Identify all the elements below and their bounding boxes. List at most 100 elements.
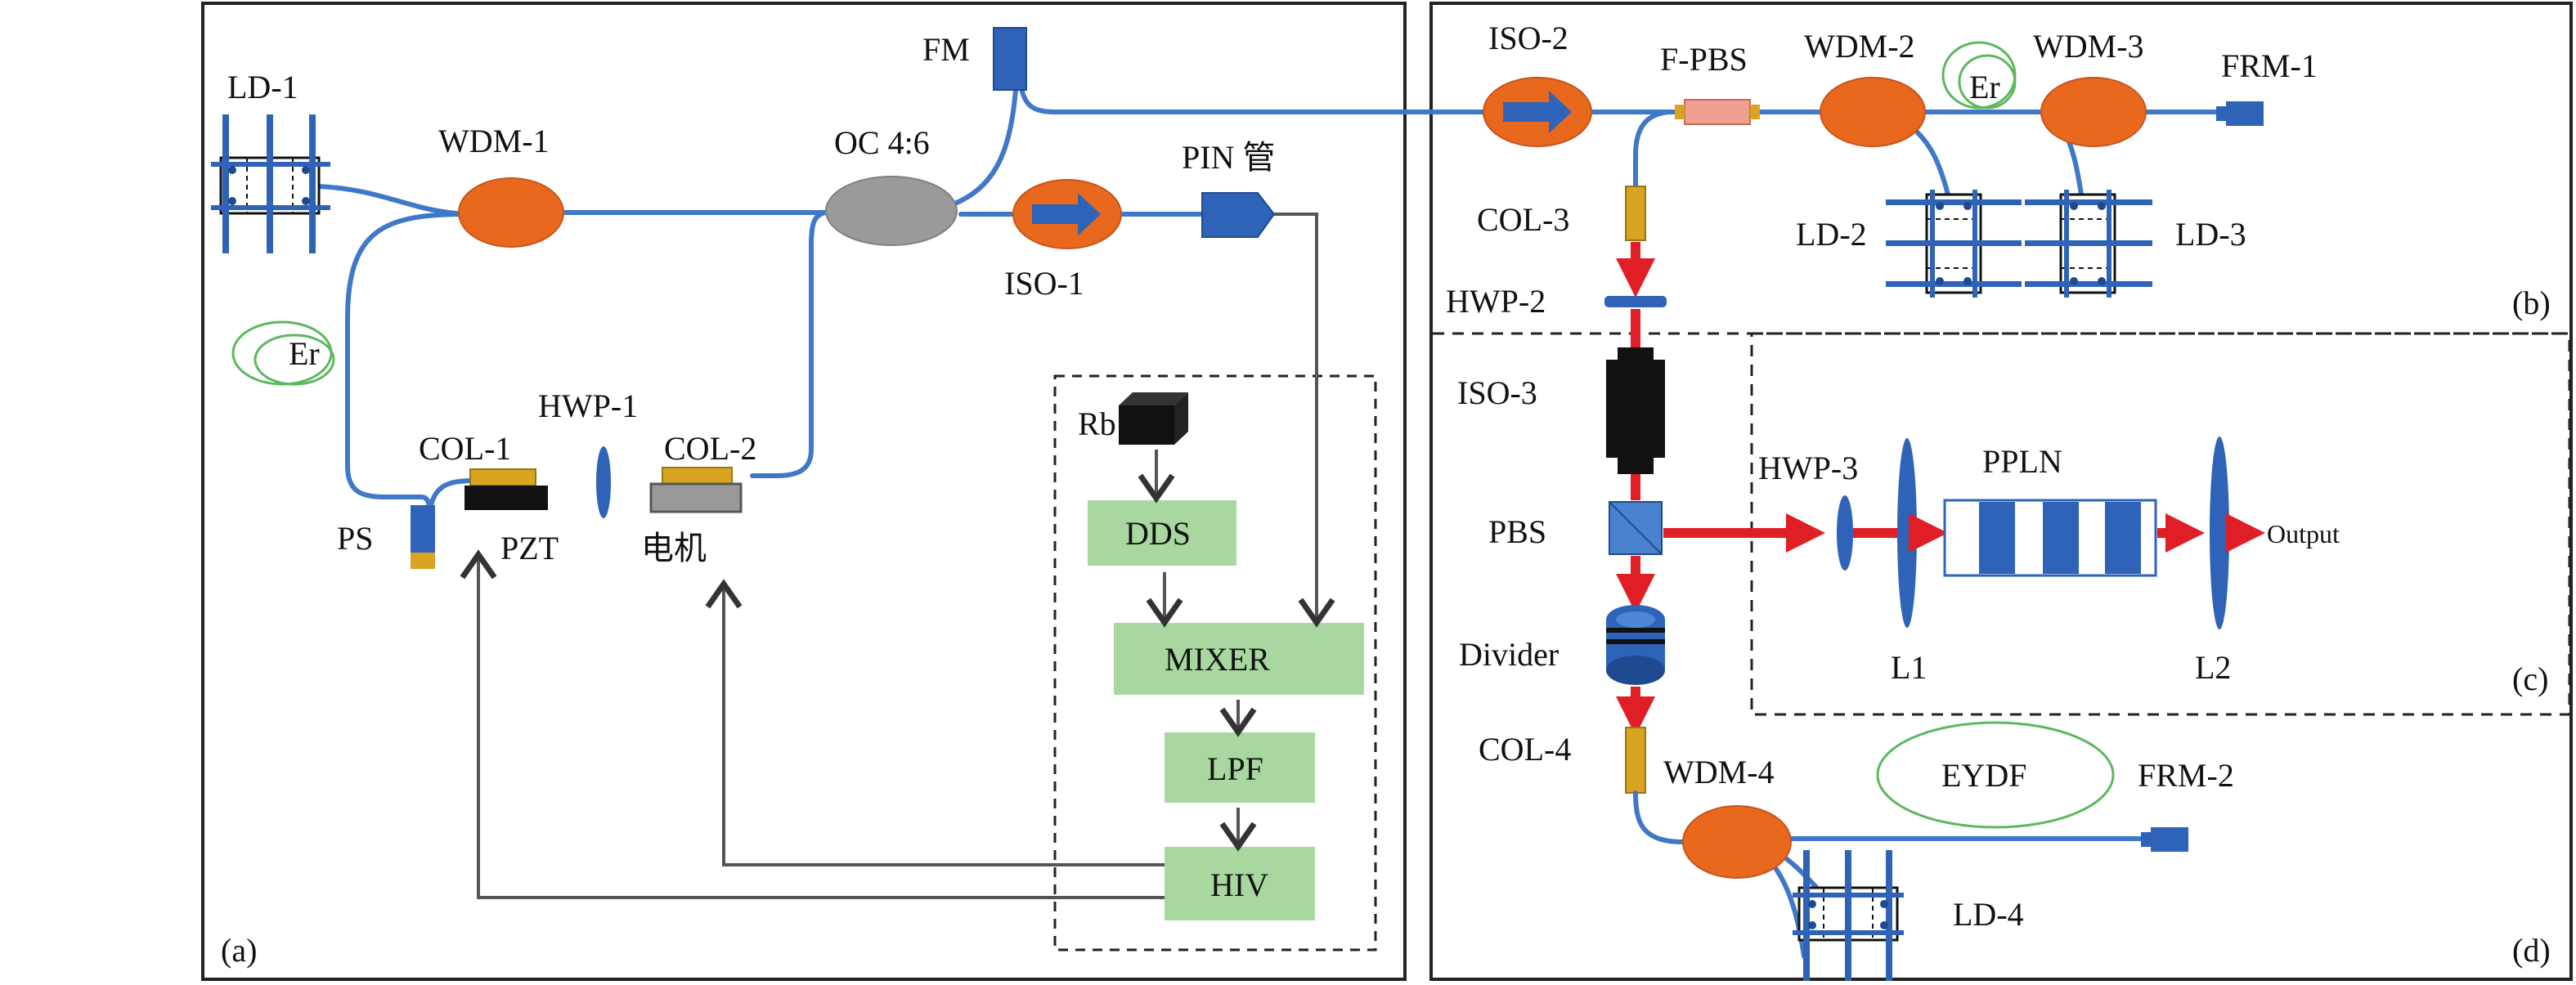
pbs-label: PBS	[1488, 513, 1546, 550]
ppln-crystal	[1943, 499, 2157, 577]
panel-bcd-frame	[1429, 2, 2573, 981]
col2-label: COL-2	[664, 430, 756, 467]
frm1-label: FRM-1	[2221, 47, 2318, 84]
eydf-label: EYDF	[1941, 757, 2026, 794]
iso1-label: ISO-1	[1004, 265, 1084, 302]
wdm4-label: WDM-4	[1663, 754, 1775, 790]
output-label: Output	[2267, 519, 2340, 548]
wdm2	[1820, 77, 1926, 147]
wire-hiv-motor	[705, 579, 1165, 866]
hwp3-waveplate	[1837, 495, 1853, 571]
mixer-label: MIXER	[1165, 641, 1270, 678]
er-fiber-coil-b	[1941, 41, 2017, 110]
wire-pin-mixer	[1274, 213, 1335, 628]
hwp1-label: HWP-1	[538, 387, 638, 424]
rb-clock	[1119, 405, 1174, 445]
pin-detector	[1201, 192, 1276, 238]
wdm1	[458, 177, 564, 248]
ps-label: PS	[337, 520, 374, 557]
hwp2-label: HWP-2	[1446, 283, 1546, 320]
l2-label: L2	[2195, 649, 2231, 686]
hwp2-waveplate	[1604, 296, 1667, 307]
frm1-mirror	[2226, 101, 2264, 126]
l1-lens	[1897, 438, 1917, 628]
divider-label: Divider	[1459, 636, 1559, 673]
ld1-label: LD-1	[227, 69, 298, 105]
ld3-laser-diode	[2025, 190, 2152, 298]
ld1-laser-diode	[211, 114, 330, 253]
control-loop-frame	[1053, 374, 1377, 951]
oc-coupler	[825, 176, 958, 246]
pbs-cube	[1609, 501, 1663, 555]
wdm3	[2040, 77, 2147, 147]
iso3-isolator	[1606, 347, 1665, 474]
er-fiber-coil-a	[231, 320, 335, 386]
fiber-fm-iso2	[1020, 89, 1491, 114]
ps-base	[411, 553, 435, 569]
fiber-oc-col2	[750, 210, 828, 478]
pzt-label: PZT	[500, 530, 559, 566]
col2-collimator	[662, 467, 733, 485]
col3-collimator	[1625, 186, 1646, 241]
ld3-label: LD-3	[2175, 216, 2246, 253]
fiber-fpbs-col3	[1633, 110, 1671, 190]
fiber-ring-left	[345, 212, 469, 516]
fiber-col4-wdm4	[1633, 790, 1687, 844]
panel-a-label: (a)	[221, 932, 257, 969]
motor-label: 电机	[641, 530, 707, 566]
hwp1-waveplate	[596, 446, 611, 518]
wdm1-label: WDM-1	[438, 123, 550, 159]
col4-collimator	[1625, 727, 1646, 794]
iso2-label: ISO-2	[1488, 20, 1568, 56]
dds-label: DDS	[1125, 515, 1191, 552]
l1-label: L1	[1891, 649, 1927, 686]
pin-label: PIN 管	[1182, 139, 1275, 176]
hiv-label: HIV	[1210, 866, 1268, 903]
panel-a-frame	[201, 2, 1407, 981]
rb-label: Rb	[1078, 405, 1116, 442]
hiv-box	[1165, 847, 1315, 920]
col3-label: COL-3	[1477, 201, 1569, 238]
wdm4	[1682, 805, 1792, 879]
dds-box	[1088, 500, 1236, 566]
fpbs	[1675, 99, 1760, 125]
l2-lens	[2210, 437, 2229, 629]
motor-stage	[649, 482, 743, 513]
ps-polarization-stage	[411, 505, 435, 553]
frm2-label: FRM-2	[2138, 757, 2234, 794]
wdm3-label: WDM-3	[2033, 28, 2144, 65]
divider	[1606, 605, 1665, 685]
ld2-laser-diode	[1886, 190, 2022, 298]
panel-c-label: (c)	[2512, 660, 2548, 697]
fm-label: FM	[922, 31, 970, 68]
iso1-isolator	[1012, 179, 1122, 249]
wdm2-label: WDM-2	[1804, 28, 1915, 65]
lpf-label: LPF	[1207, 750, 1263, 787]
ld4-laser-diode	[1793, 850, 1904, 981]
eydf-fiber-coil	[1876, 721, 2115, 829]
iso2-isolator	[1483, 77, 1592, 147]
er-label-a: Er	[289, 335, 320, 372]
panel-b-label: (b)	[2512, 284, 2551, 321]
fm-faraday-mirror	[993, 27, 1027, 91]
lpf-box	[1165, 732, 1315, 803]
hwp3-label: HWP-3	[1758, 450, 1858, 486]
fpbs-label: F-PBS	[1660, 41, 1748, 78]
ppln-label: PPLN	[1982, 443, 2062, 480]
fiber-oc-fm	[946, 87, 1018, 208]
er-label-b: Er	[1969, 69, 2000, 105]
oc-label: OC 4:6	[834, 124, 930, 161]
mixer-box	[1114, 623, 1364, 695]
wire-hiv-pzt	[460, 549, 1165, 899]
iso3-label: ISO-3	[1457, 374, 1537, 411]
panel-c-frame	[1750, 332, 2571, 716]
pzt-actuator	[464, 486, 548, 510]
ld4-label: LD-4	[1953, 896, 2024, 933]
panel-d-label: (d)	[2512, 932, 2551, 969]
col1-label: COL-1	[419, 430, 511, 467]
ld2-label: LD-2	[1796, 216, 1867, 253]
frm2-mirror	[2151, 827, 2188, 852]
col1-collimator	[469, 468, 536, 486]
col4-label: COL-4	[1479, 731, 1571, 768]
